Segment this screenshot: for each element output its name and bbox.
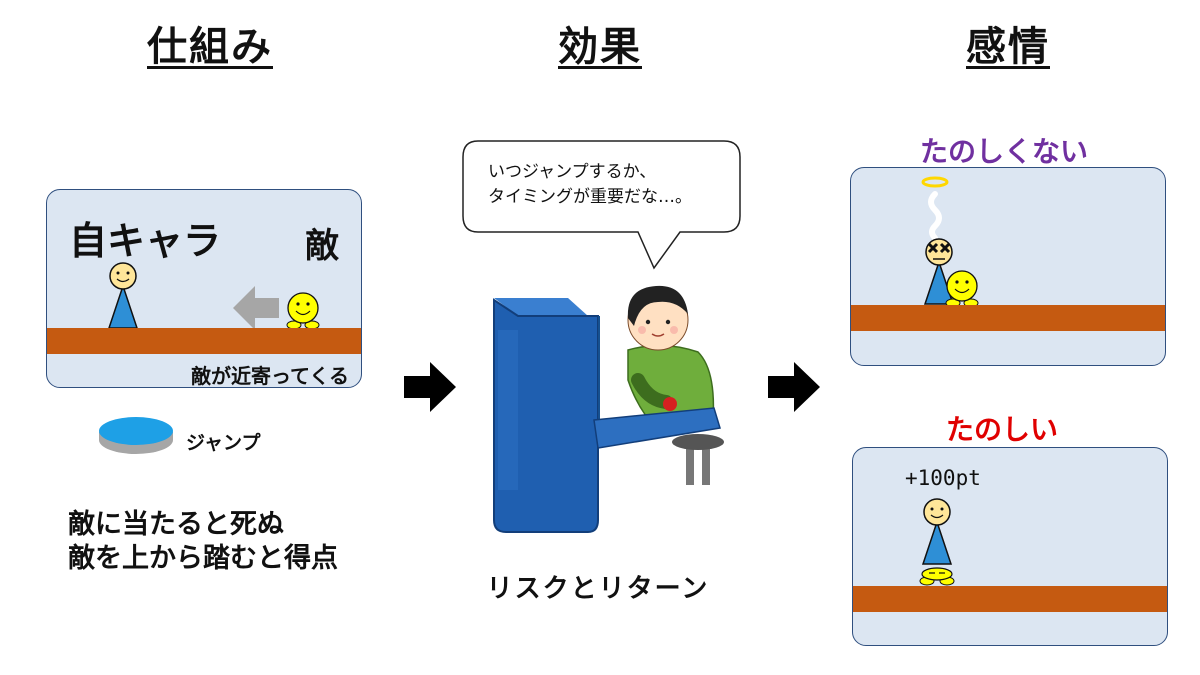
arrow-left-icon — [233, 286, 279, 330]
enemy-character — [286, 292, 320, 330]
rules-list: 敵に当たると死ぬ 敵を上から踏むと得点 — [68, 508, 338, 576]
speech-bubble — [462, 140, 741, 270]
speech-line: タイミングが重要だな…。 — [488, 187, 692, 207]
halo-icon — [921, 176, 949, 241]
player-character — [107, 262, 139, 329]
good-outcome-panel: +100pt — [852, 447, 1168, 646]
bad-outcome-panel — [850, 167, 1166, 366]
approach-caption: 敵が近寄ってくる — [191, 364, 349, 388]
arrow-right-icon — [768, 362, 820, 412]
heading-effect: 効果 — [558, 24, 642, 70]
speech-line: いつジャンプするか、 — [488, 162, 657, 182]
jump-button-label: ジャンプ — [186, 432, 261, 454]
enemy-label: 敵 — [305, 226, 339, 266]
heading-mechanism: 仕組み — [147, 24, 273, 70]
effect-caption: リスクとリターン — [486, 574, 710, 604]
enemy-character — [945, 270, 979, 308]
speech-bubble-text: いつジャンプするか、 タイミングが重要だな…。 — [488, 160, 692, 210]
player-character — [921, 498, 953, 565]
ground — [853, 586, 1167, 612]
dead-player-character — [923, 238, 955, 305]
rule-item: 敵を上から踏むと得点 — [68, 543, 338, 574]
score-popup: +100pt — [905, 466, 981, 490]
ground — [47, 328, 361, 354]
mechanism-game-panel: 自キャラ 敵 敵が近寄ってくる — [46, 189, 362, 388]
heading-emotion: 感情 — [966, 24, 1050, 70]
rule-item: 敵に当たると死ぬ — [68, 509, 284, 540]
player-label: 自キャラ — [69, 219, 222, 263]
arrow-right-icon — [404, 362, 456, 412]
ground — [851, 305, 1165, 331]
arcade-player-illustration — [493, 285, 724, 533]
squashed-enemy-character — [919, 567, 955, 586]
good-outcome-label: たのしい — [946, 413, 1059, 446]
bad-outcome-label: たのしくない — [920, 135, 1089, 168]
jump-button-icon — [99, 417, 173, 454]
